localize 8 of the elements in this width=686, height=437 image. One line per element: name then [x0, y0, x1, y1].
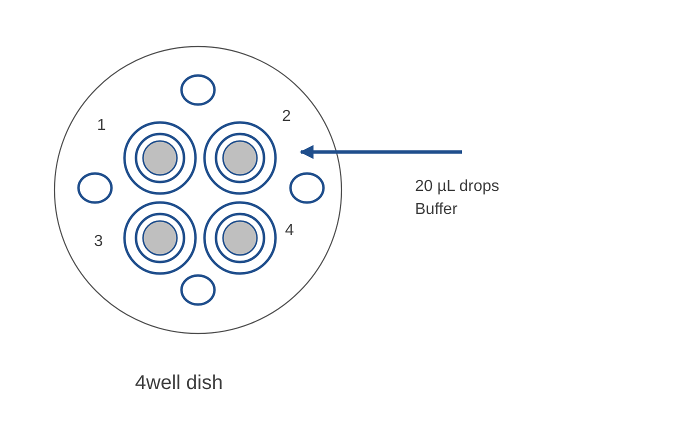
note-text: 20 µL drops	[415, 178, 500, 196]
well-number: 2	[282, 108, 291, 126]
caption: 4well dish	[135, 372, 223, 395]
well-number: 1	[97, 117, 106, 135]
well-number: 4	[285, 222, 294, 240]
well-number: 3	[94, 233, 103, 251]
note-text: Buffer	[415, 201, 458, 219]
arrow	[300, 145, 462, 159]
